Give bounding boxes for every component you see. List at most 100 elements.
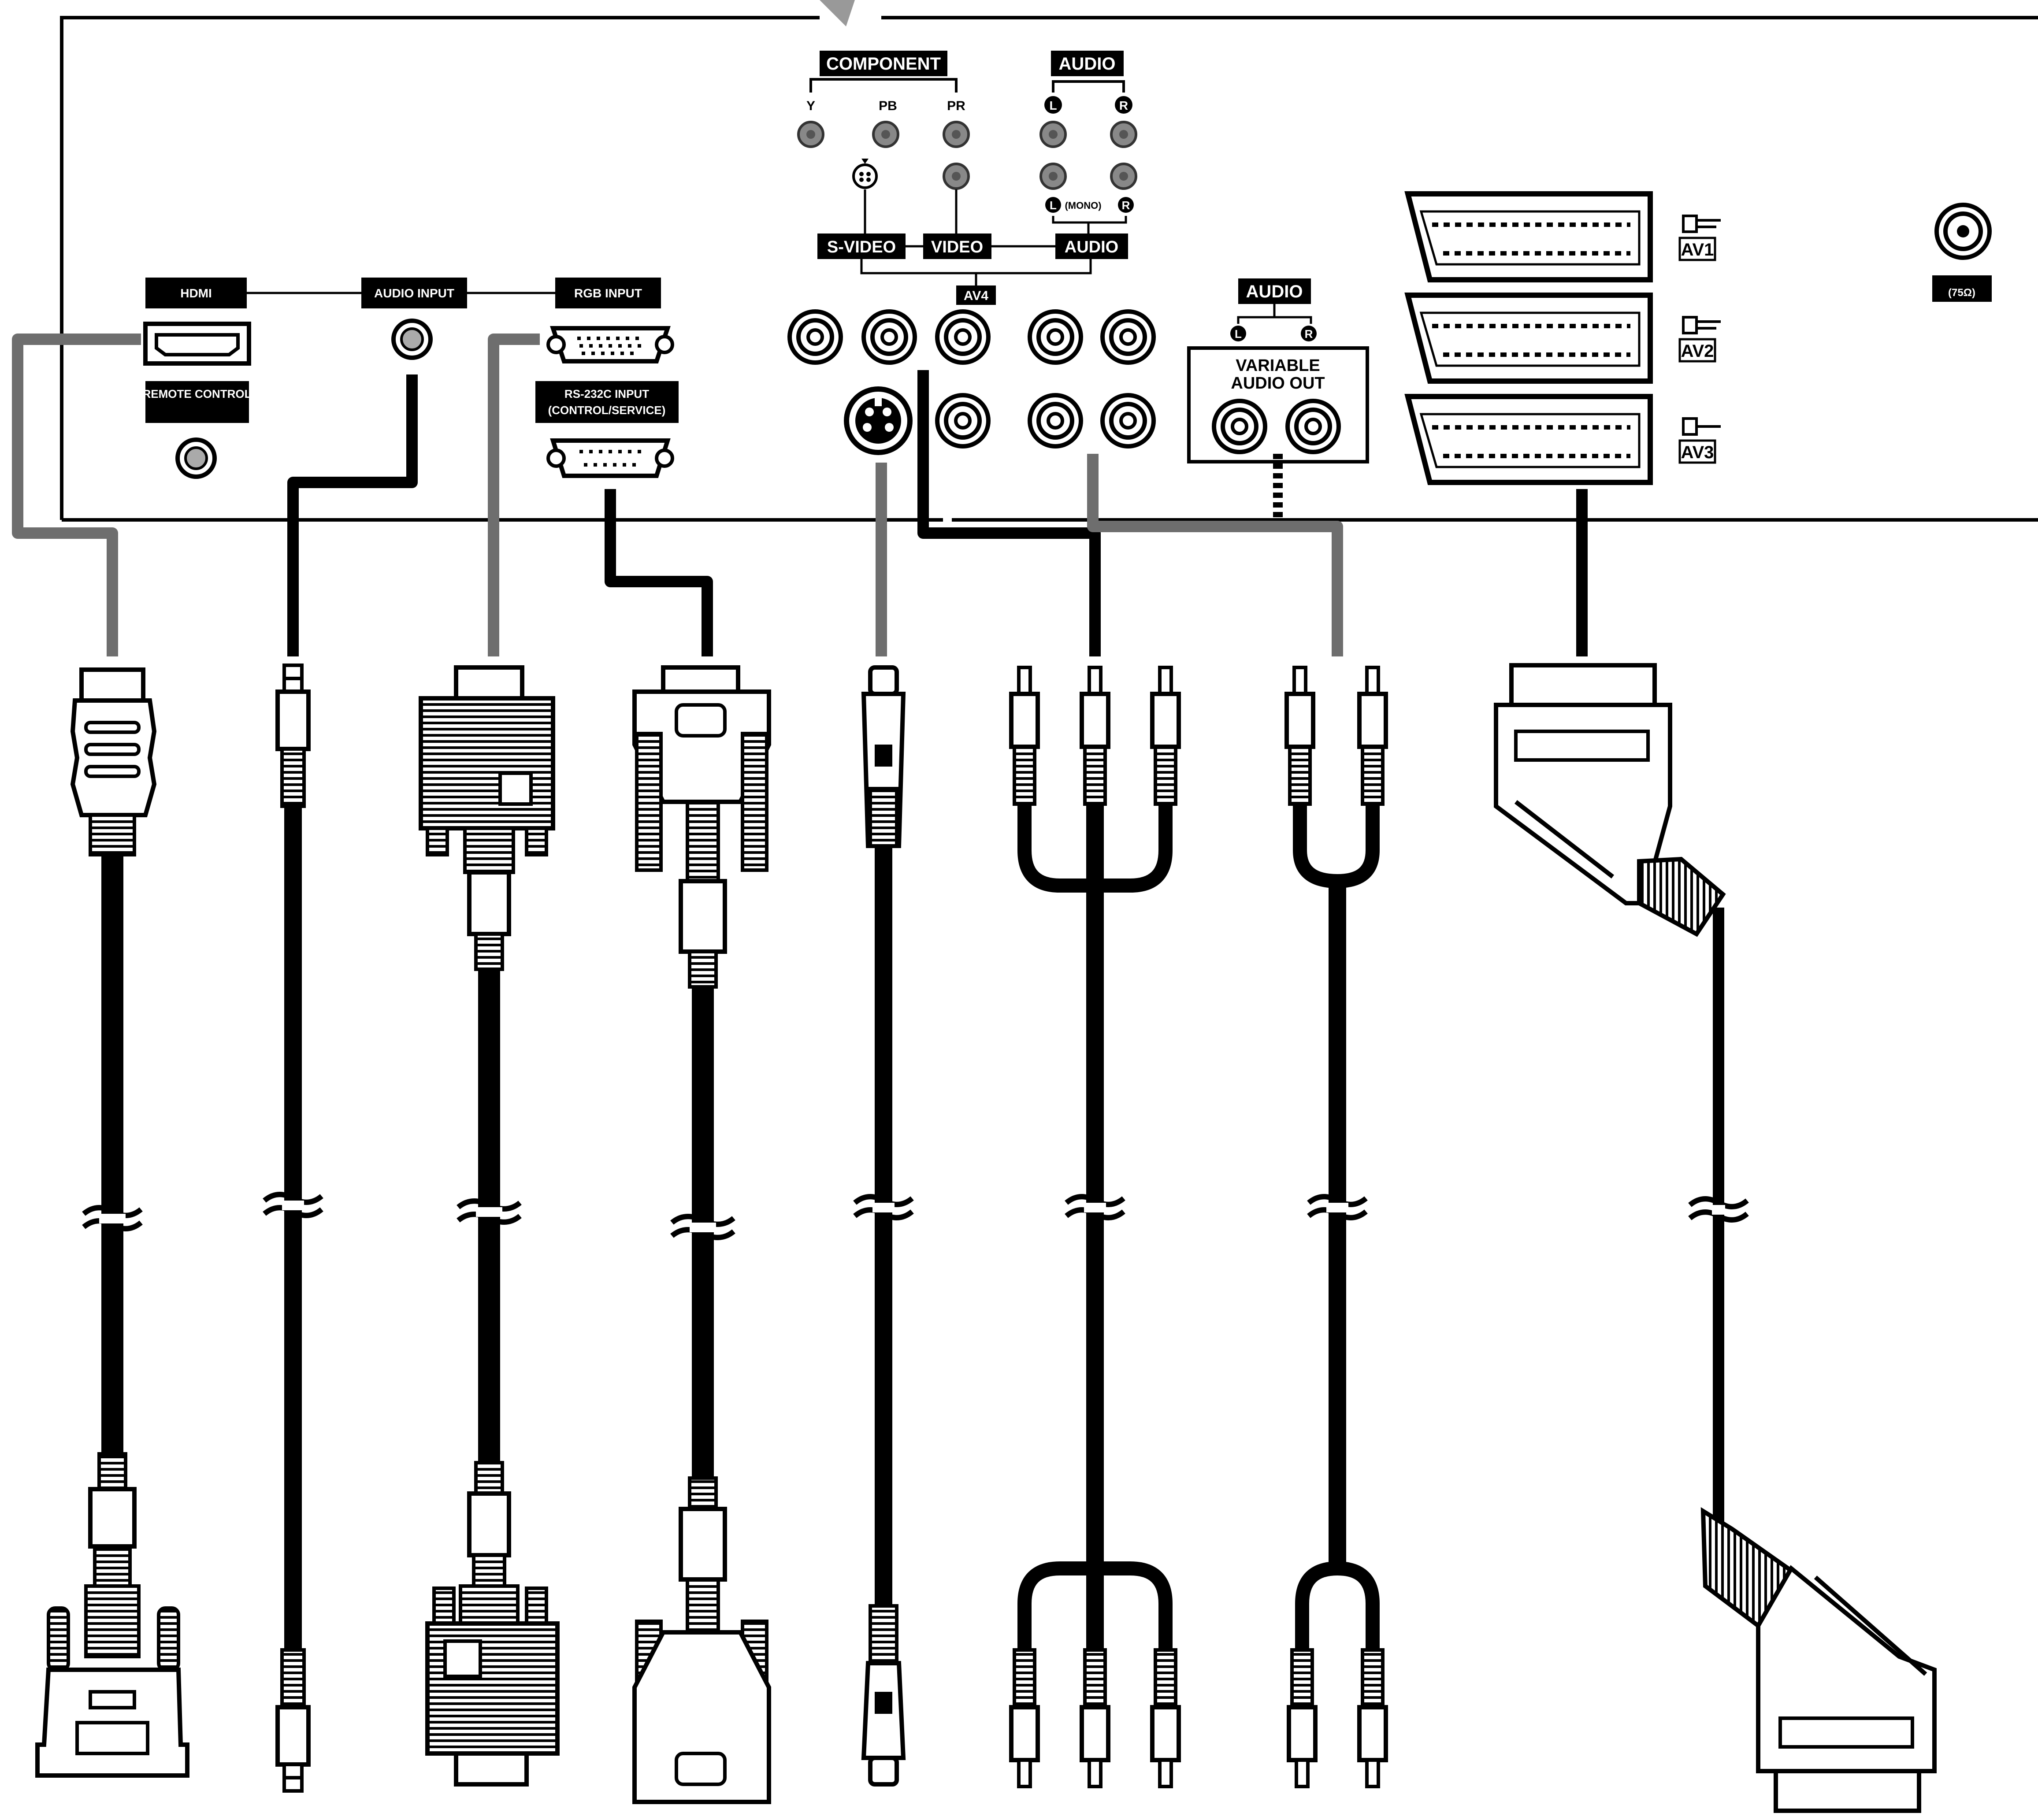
rca-jack-video[interactable] xyxy=(937,395,988,446)
rca-triple-bottom xyxy=(1009,1648,1181,1788)
audio-r-small-jack[interactable] xyxy=(1111,164,1136,189)
av4-rca-jacks xyxy=(790,311,1154,455)
route-audio xyxy=(1087,454,1343,656)
av4-label: AV4 xyxy=(964,289,988,303)
audio-l-small-jack[interactable] xyxy=(1041,164,1065,189)
remote-control-jack[interactable] xyxy=(175,437,217,479)
cable-audio-mini xyxy=(263,664,323,1793)
rca-double-bottom xyxy=(1287,1648,1388,1788)
hdmi-socket[interactable] xyxy=(143,322,251,366)
video-label: VIDEO xyxy=(931,238,983,256)
scart-sockets: AV1 AV2 AV3 xyxy=(1404,191,1721,485)
variable-audio-label-box xyxy=(1238,278,1311,304)
audio-input-jack[interactable] xyxy=(391,319,433,360)
rca-jack-audio-r[interactable] xyxy=(1103,311,1154,363)
av2-label-box xyxy=(1678,338,1716,363)
scart-av2-socket[interactable] xyxy=(1404,293,1653,384)
av3-label: AV3 xyxy=(1681,443,1714,462)
audio-top-l-jack[interactable] xyxy=(1041,122,1065,147)
audio-input-label: AUDIO INPUT xyxy=(374,286,454,300)
component-pr-jack[interactable] xyxy=(944,122,969,147)
var-r-badge xyxy=(1301,326,1317,341)
var-l-badge xyxy=(1230,326,1246,341)
variable-audio-label: AUDIO xyxy=(1246,282,1303,301)
mini-jack-top xyxy=(275,664,311,808)
av1-icon xyxy=(1682,215,1721,233)
mini-jack-bottom xyxy=(275,1648,311,1793)
hdmi-label-box xyxy=(145,278,247,308)
break-mark xyxy=(82,1205,143,1231)
left-jacks: HDMI AUDIO INPUT RGB INPUT REMOTE CONTRO… xyxy=(143,278,679,479)
pointer-arrow xyxy=(820,0,855,26)
rca-jack-pr[interactable] xyxy=(937,311,988,363)
audio-top-r-jack[interactable] xyxy=(1111,122,1136,147)
hdmi-plug xyxy=(70,667,157,856)
mono-l-label: L xyxy=(1050,199,1057,212)
break-mark xyxy=(1065,1194,1125,1220)
av1-label: AV1 xyxy=(1681,240,1714,259)
av4-front-jacks: L (MONO) R S-VIDEO VIDEO AUDIO AV4 xyxy=(817,159,1136,305)
scart-plug-bottom xyxy=(1700,1507,1937,1813)
audio-top-block: AUDIO L R xyxy=(1041,51,1136,147)
video-small-jack[interactable] xyxy=(944,164,969,189)
svideo-small-jack[interactable] xyxy=(852,163,878,189)
break-mark xyxy=(670,1214,735,1240)
cable-rca-triple xyxy=(1009,666,1181,1788)
rca-jack-audio-l[interactable] xyxy=(1030,311,1081,363)
cable-rs232 xyxy=(632,665,771,1804)
rs232-socket[interactable] xyxy=(546,438,674,478)
rs232-label-box xyxy=(535,381,679,423)
db9-plug-top xyxy=(632,665,771,989)
break-mark xyxy=(1307,1194,1368,1220)
cable-scart xyxy=(1494,663,1937,1813)
av4-audio-label: AUDIO xyxy=(1065,238,1118,256)
remote-control-label-box xyxy=(145,381,249,423)
audio-top-label: AUDIO xyxy=(1059,54,1116,74)
rca-jack-av4-r[interactable] xyxy=(1103,395,1154,446)
av1-label-box xyxy=(1678,237,1716,261)
route-av xyxy=(917,370,1101,656)
component-pb-jack[interactable] xyxy=(873,122,898,147)
break-mark xyxy=(853,1194,914,1220)
variable-audio-block: AUDIO L R VARIABLE AUDIO OUT xyxy=(1187,278,1369,463)
component-y-jack[interactable] xyxy=(798,122,823,147)
scart-av3-socket[interactable] xyxy=(1404,394,1653,485)
mono-note: (MONO) xyxy=(1065,200,1101,211)
rca-jack-av4-l[interactable] xyxy=(1030,395,1081,446)
hdmi-label: HDMI xyxy=(180,286,212,300)
antenna-input: (75Ω) xyxy=(1932,203,1992,302)
cable-routes xyxy=(12,334,1588,656)
tv-rear-panel xyxy=(60,0,2038,522)
svideo-label: S-VIDEO xyxy=(827,238,896,256)
vga-plug-bottom xyxy=(425,1461,560,1787)
rca-jack-pb[interactable] xyxy=(864,311,915,363)
scart-av1-socket[interactable] xyxy=(1404,191,1653,282)
variable-audio-caption-2: AUDIO OUT xyxy=(1231,374,1325,393)
audio-top-l-badge xyxy=(1044,96,1062,114)
var-r-label: R xyxy=(1305,327,1313,341)
variable-audio-l-jack[interactable] xyxy=(1214,401,1265,452)
dvi-plug xyxy=(35,1452,189,1778)
db9-plug-bottom xyxy=(632,1476,771,1804)
rca-double-cable-body xyxy=(1329,879,1346,1571)
route-rs232 xyxy=(605,489,713,656)
mono-l-badge xyxy=(1045,197,1061,213)
variable-audio-r-jack[interactable] xyxy=(1288,401,1339,452)
antenna-label-box xyxy=(1932,275,1992,302)
rgb-input-label: RGB INPUT xyxy=(574,286,642,300)
mono-r-badge xyxy=(1118,197,1134,213)
mini-cable-body xyxy=(284,806,302,1652)
audio-top-l-label: L xyxy=(1049,99,1057,112)
rgb-socket[interactable] xyxy=(546,326,674,363)
rca-jack-y[interactable] xyxy=(790,311,841,363)
cable-hdmi-dvi xyxy=(35,667,189,1778)
audio-top-r-label: R xyxy=(1119,99,1128,112)
audio-top-r-badge xyxy=(1115,96,1132,114)
av2-icon xyxy=(1682,316,1721,334)
component-pr-label: PR xyxy=(947,99,965,113)
break-mark xyxy=(263,1192,323,1218)
component-label: COMPONENT xyxy=(826,54,941,74)
rca-double-top xyxy=(1284,666,1388,806)
svideo-cable-body xyxy=(875,846,892,1608)
